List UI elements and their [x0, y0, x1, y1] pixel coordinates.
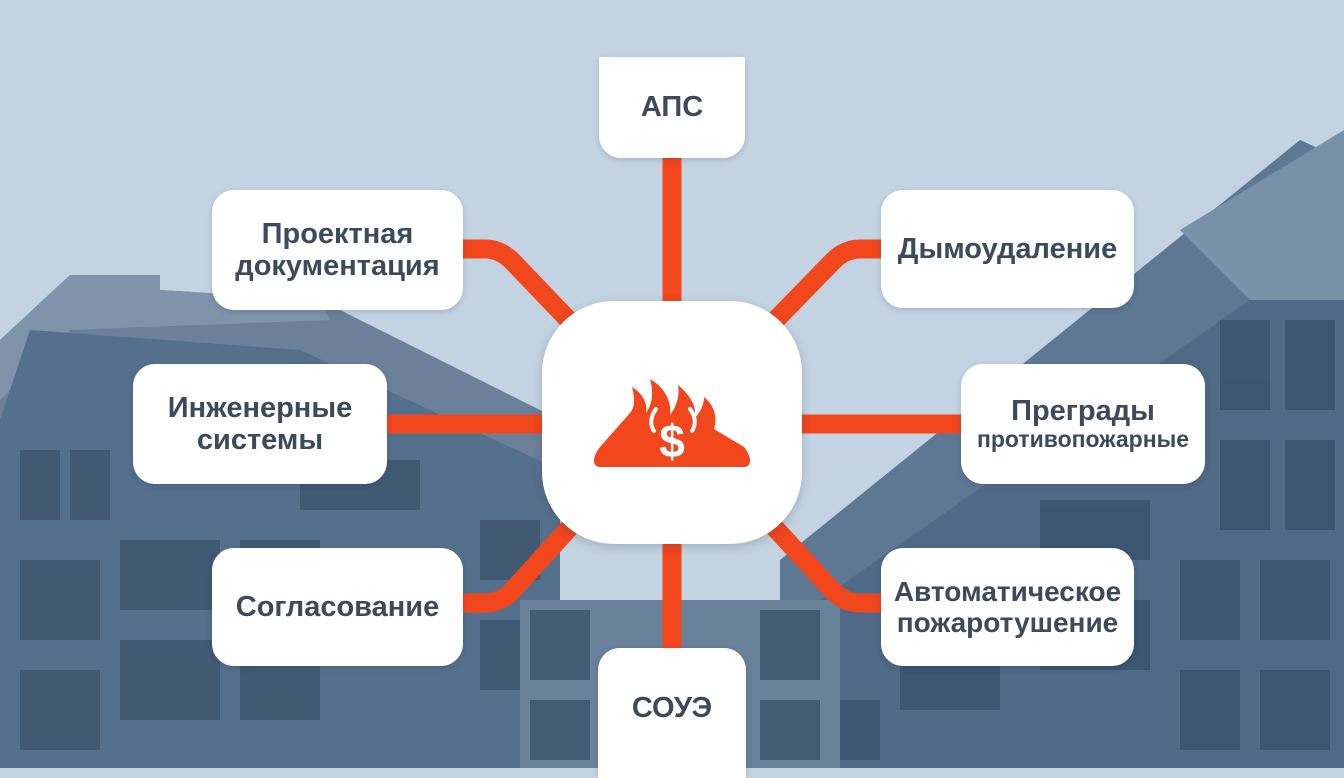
node-engineering-systems: Инженерные системы — [133, 364, 387, 484]
node-approval: Согласование — [212, 548, 463, 666]
node-soue: СОУЭ — [598, 648, 746, 778]
connector-approval — [463, 509, 588, 613]
node-aps-label: АПС — [640, 91, 704, 124]
node-project-docs-line1: Проектная — [261, 217, 414, 250]
node-fire-barriers-line2: противопожарные — [976, 426, 1190, 453]
node-auto-extinguishing-line2: пожаротушение — [896, 607, 1119, 638]
node-project-docs-line2: документация — [235, 250, 440, 282]
node-engineering-line1: Инженерные — [167, 391, 353, 424]
connector-smoke-removal — [757, 239, 882, 339]
node-aps: АПС — [599, 57, 745, 158]
node-auto-extinguishing-line1: Автоматическое — [893, 575, 1122, 607]
connector-project-docs — [463, 239, 587, 339]
node-approval-label: Согласование — [235, 590, 440, 623]
node-fire-barriers-line1: Преграды — [1011, 394, 1155, 427]
central-hub: $ — [542, 301, 802, 544]
node-auto-extinguishing: Автоматическое пожаротушение — [881, 548, 1134, 666]
node-engineering-line2: системы — [196, 424, 324, 456]
svg-text:$: $ — [659, 415, 685, 467]
node-soue-label: СОУЭ — [631, 691, 713, 724]
node-smoke-removal-label: Дымоудаление — [897, 232, 1118, 265]
money-bag-flame-icon: $ — [594, 378, 750, 467]
node-fire-barriers: Преграды противопожарные — [961, 364, 1205, 484]
node-project-docs: Проектная документация — [212, 190, 463, 310]
connector-auto-extinguishing — [757, 509, 882, 613]
node-smoke-removal: Дымоудаление — [881, 190, 1134, 308]
